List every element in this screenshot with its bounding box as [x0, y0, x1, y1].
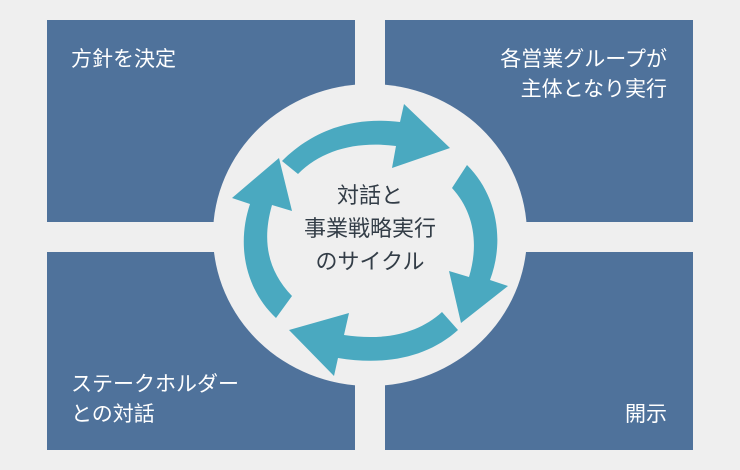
quadrant-label-stakeholder-dialogue: ステークホルダー との対話: [71, 372, 239, 426]
quadrant-label-decide-policy: 方針を決定: [71, 47, 176, 71]
quadrant-label-disclosure: 開示: [625, 402, 667, 426]
cycle-arrow-left: [232, 158, 292, 318]
quadrant-label-execute: 各営業グループが 主体となり実行: [500, 47, 667, 101]
cycle-arrow-top: [282, 104, 450, 174]
cycle-arrow-right: [449, 165, 508, 323]
cycle-center-title: 対話と 事業戦略実行 のサイクル: [303, 184, 436, 275]
cycle-arrow-bottom: [289, 312, 458, 376]
